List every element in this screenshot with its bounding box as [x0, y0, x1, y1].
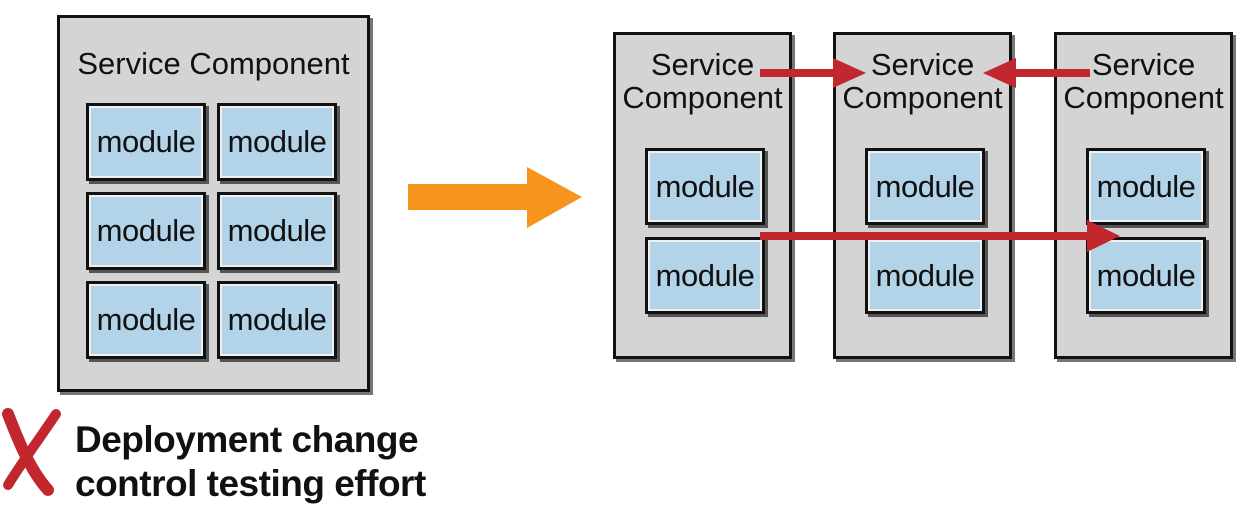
component-2-title: Service Component	[836, 47, 1009, 115]
left-module-6: module	[217, 281, 337, 359]
right-service-component-3: Service Component module module	[1054, 32, 1233, 359]
component-3-module-1: module	[1086, 148, 1206, 225]
component-2-module-1: module	[865, 148, 985, 225]
dependency-arrow-1-to-2	[760, 58, 866, 88]
x-mark-icon	[2, 408, 61, 496]
left-service-component: Service Component module module module m…	[57, 15, 370, 392]
component-3-title-line2: Component	[1063, 79, 1224, 115]
left-module-5: module	[86, 281, 206, 359]
component-1-title-line2: Component	[622, 79, 783, 115]
left-module-2: module	[217, 103, 337, 181]
caption-line2: control testing effort	[75, 463, 426, 504]
caption-line1: Deployment change	[75, 419, 419, 460]
component-3-module-2: module	[1086, 237, 1206, 314]
component-2-module-2: module	[865, 237, 985, 314]
right-service-component-2: Service Component module module	[833, 32, 1012, 359]
component-3-title-line1: Service	[1091, 47, 1196, 82]
right-service-component-1: Service Component module module	[613, 32, 792, 359]
dependency-arrow-3-to-2	[983, 58, 1090, 88]
component-1-module-2: module	[645, 237, 765, 314]
component-2-title-line2: Component	[842, 79, 1003, 115]
dependency-arrow-module-1-to-3	[760, 220, 1120, 252]
component-1-module-1: module	[645, 148, 765, 225]
left-module-4: module	[217, 192, 337, 270]
component-1-title-line1: Service	[650, 47, 755, 82]
left-component-title: Service Component	[77, 46, 350, 81]
right-arrow-icon	[408, 167, 582, 228]
caption: Deployment change control testing effort	[75, 418, 426, 506]
component-1-title: Service Component	[616, 47, 789, 115]
component-3-title: Service Component	[1057, 47, 1230, 115]
left-module-3: module	[86, 192, 206, 270]
left-module-1: module	[86, 103, 206, 181]
component-2-title-line1: Service	[870, 47, 975, 82]
